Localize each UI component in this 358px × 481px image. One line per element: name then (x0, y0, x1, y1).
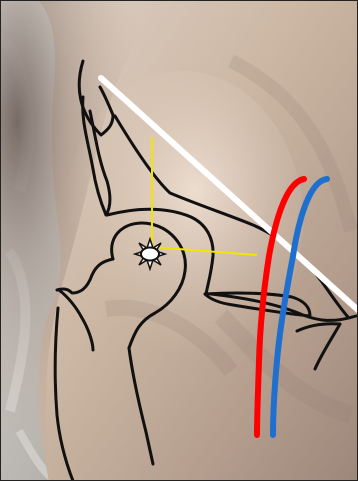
sunburst-marker-icon (135, 239, 165, 269)
